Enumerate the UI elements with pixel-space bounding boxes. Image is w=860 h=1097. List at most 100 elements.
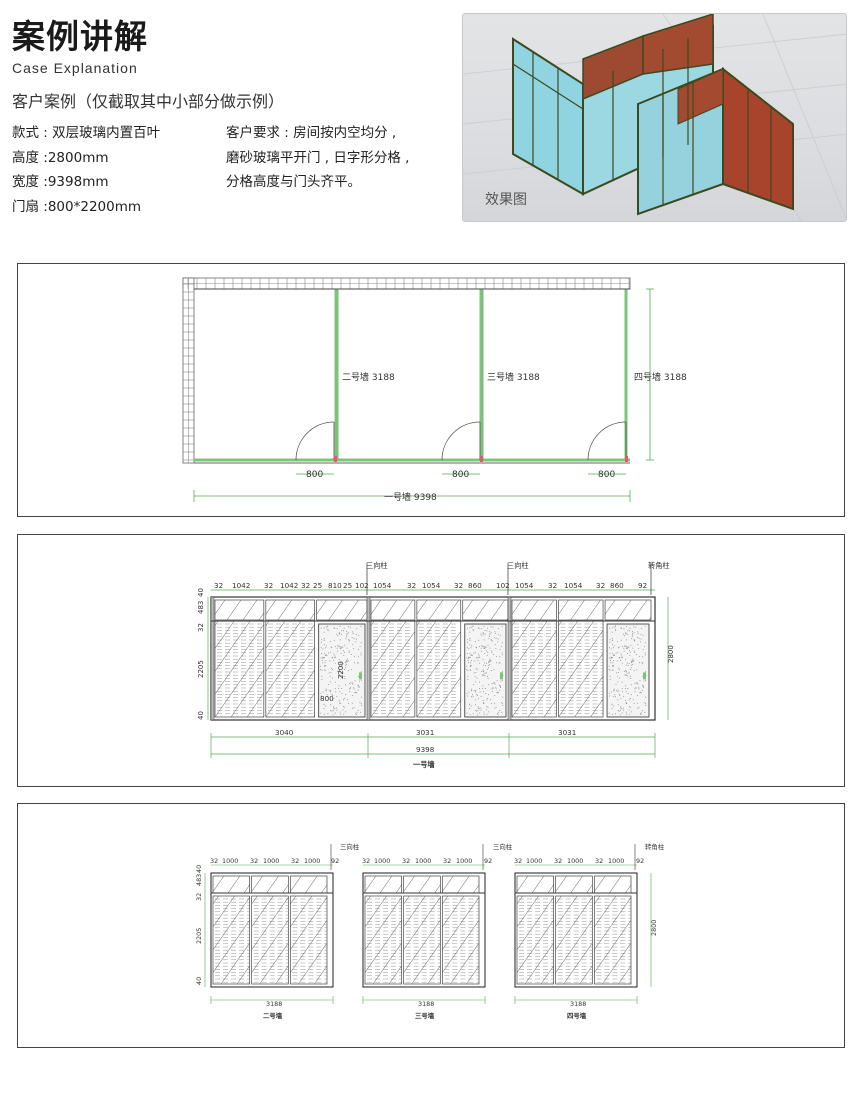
- pillar: [366, 596, 371, 721]
- dim-25: 25: [313, 581, 322, 590]
- glass-pane: [403, 895, 441, 985]
- dim-32: 32: [443, 857, 451, 865]
- frosted-door: [318, 623, 366, 718]
- total-dim: 一号墙 9398: [384, 491, 437, 503]
- door-dim: 800: [452, 470, 469, 480]
- elevation-name: 二号墙: [263, 1011, 283, 1020]
- pillar-label: 转角柱: [648, 561, 670, 570]
- glass-pane: [212, 875, 251, 894]
- walls-elevation-panel: 32 1000 32 1000 32 1000 92 32 1000 32 10…: [17, 803, 845, 1048]
- effect-rendering: 效果图: [462, 13, 847, 222]
- door-width-dim: 800: [320, 694, 334, 703]
- glass-pane: [555, 895, 593, 985]
- bay-dim: 3031: [558, 728, 576, 737]
- frosted-door: [464, 623, 507, 718]
- walls-elevation-drawing: 32 1000 32 1000 32 1000 92 32 1000 32 10…: [195, 842, 665, 1020]
- requirement-line: 分格高度与门头齐平。: [226, 174, 361, 190]
- dim-32: 32: [407, 581, 416, 590]
- glass-pane: [516, 895, 555, 985]
- bay-dim: 3040: [275, 728, 294, 737]
- dim-1042: 1042: [232, 581, 250, 590]
- glass-pane: [265, 620, 315, 718]
- dim-1054: 1054: [515, 581, 534, 590]
- dimension-lines: [210, 844, 334, 1004]
- wall-frame: [362, 872, 486, 988]
- dim-40: 40: [197, 711, 205, 720]
- requirement-line: 磨砂玻璃平开门 , 日字形分格 ,: [226, 149, 410, 166]
- dim-32: 32: [264, 581, 273, 590]
- dim-1000: 1000: [304, 857, 320, 865]
- dim-32: 32: [291, 857, 299, 865]
- glass-pane: [214, 620, 265, 718]
- glass-pane: [604, 599, 652, 621]
- dim-102: 102: [496, 581, 510, 590]
- dim-32: 32: [548, 581, 557, 590]
- bay-dim: 3031: [416, 728, 434, 737]
- dim-1054: 1054: [373, 581, 392, 590]
- width-dim: 3188: [266, 1000, 282, 1008]
- door-dim: 800: [598, 470, 615, 480]
- page-title: 案例讲解: [12, 17, 148, 56]
- page-subtitle: Case Explanation: [12, 60, 138, 76]
- floor-plan-panel: 二号墙 3188 三号墙 3188 四号墙 3188 800 800 800 一…: [17, 263, 845, 517]
- dim-32: 32: [250, 857, 258, 865]
- effect-illustration: 效果图: [463, 14, 846, 221]
- pillar-label: 三向柱: [366, 561, 388, 570]
- door-handle: [643, 672, 646, 680]
- dim-32: 32: [554, 857, 562, 865]
- pillar: [210, 596, 215, 721]
- height-dim: 2800: [667, 645, 675, 663]
- dim-32: 32: [596, 581, 605, 590]
- glass-pane: [516, 875, 555, 894]
- effect-label: 效果图: [485, 192, 527, 208]
- glass-pane: [511, 599, 557, 621]
- dim-1000: 1000: [608, 857, 624, 865]
- glass-pane: [370, 599, 416, 621]
- spec-height: 高度 :2800mm: [12, 149, 109, 166]
- elevation-name: 三号墙: [415, 1011, 435, 1020]
- dim-32: 32: [514, 857, 522, 865]
- dimension-lines: [514, 844, 638, 1004]
- glass-pane: [462, 599, 509, 621]
- requirement-list: 客户要求 : 房间按内空均分 , 磨砂玻璃平开门 , 日字形分格 , 分格高度与…: [226, 121, 409, 195]
- spec-door: 门扇 :800*2200mm: [12, 198, 142, 215]
- glass-pane: [251, 875, 289, 894]
- dim-92: 92: [331, 857, 339, 865]
- glass-pane: [416, 599, 462, 621]
- dim-1000: 1000: [222, 857, 238, 865]
- dim-102: 102: [355, 581, 369, 590]
- spec-list: 款式 : 双层玻璃内置百叶 高度 :2800mm 宽度 :9398mm 门扇 :…: [12, 121, 160, 219]
- case-heading: 客户案例（仅截取其中小部分做示例）: [12, 92, 285, 111]
- dim-92: 92: [484, 857, 492, 865]
- glass-pane: [364, 895, 403, 985]
- dim-1054: 1054: [422, 581, 441, 590]
- pillar: [507, 596, 512, 721]
- pillar-label: 三向柱: [493, 842, 513, 851]
- dim-92: 92: [636, 857, 644, 865]
- dim-2205: 2205: [195, 928, 203, 944]
- glass-pane: [441, 875, 480, 894]
- glass-pane: [558, 599, 604, 621]
- dim-1000: 1000: [526, 857, 542, 865]
- dim-40: 40: [197, 588, 205, 597]
- wall-frame: [514, 872, 638, 988]
- dim-1000: 1000: [415, 857, 431, 865]
- door-swings: [295, 421, 627, 461]
- dim-483: 483: [195, 874, 203, 886]
- pillar-label: 转角柱: [645, 842, 665, 851]
- elevation-name: 一号墙: [413, 760, 435, 769]
- dim-92: 92: [638, 581, 647, 590]
- pillar-label: 三向柱: [507, 561, 529, 570]
- spec-width: 宽度 :9398mm: [12, 174, 109, 190]
- width-dim: 3188: [418, 1000, 434, 1008]
- glass-pane: [364, 875, 403, 894]
- dim-32: 32: [197, 623, 205, 632]
- brick-wall: [182, 277, 631, 464]
- glass-pane: [289, 895, 328, 985]
- dim-1042: 1042: [280, 581, 298, 590]
- dim-32: 32: [402, 857, 410, 865]
- glass-pane: [316, 599, 368, 621]
- dim-32: 32: [301, 581, 310, 590]
- dim-40: 40: [195, 977, 203, 985]
- glass-pane: [403, 875, 441, 894]
